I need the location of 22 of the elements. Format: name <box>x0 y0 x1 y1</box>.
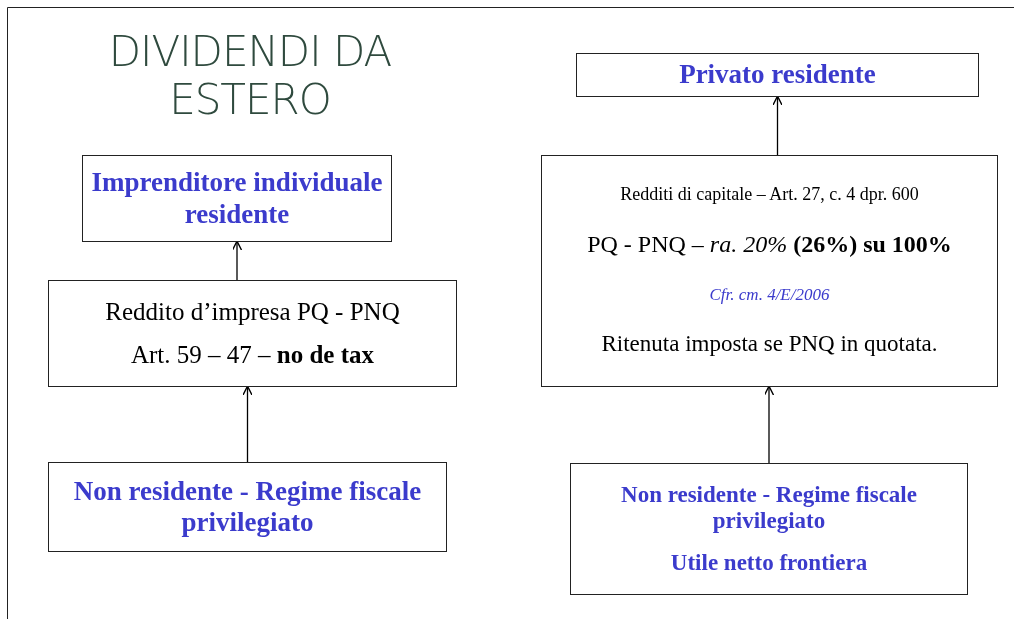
arrow <box>231 240 243 281</box>
heading-text: Non residente - Regime fiscale privilegiato <box>72 475 423 539</box>
text-box <box>82 155 392 242</box>
body-text: Reddito d’impresa PQ - PNQ <box>105 297 400 327</box>
body-text: Utile netto frontiera <box>670 550 868 577</box>
arrow <box>772 95 783 156</box>
reference-note: Cfr. cm. 4/E/2006 <box>709 285 830 305</box>
body-text: PQ - PNQ – ra. 20% (26%) su 100% <box>587 231 952 259</box>
arrow <box>242 385 253 463</box>
arrow <box>763 385 775 464</box>
heading-text: Non residente - Regime fiscale privilegiato <box>620 481 918 535</box>
body-text: Ritenuta imposta se PNQ in quotata. <box>601 331 938 358</box>
title: DIVIDENDI DA ESTERO <box>107 28 393 125</box>
text-box <box>541 155 998 387</box>
text-box <box>576 53 979 97</box>
heading-text: Privato residente <box>679 59 876 91</box>
heading-text: Imprenditore individuale residente <box>90 167 384 230</box>
text-box <box>48 462 447 552</box>
body-text: Art. 59 – 47 – no de tax <box>130 340 375 370</box>
text-box <box>570 463 968 595</box>
text-box <box>48 280 457 387</box>
body-text: Redditi di capitale – Art. 27, c. 4 dpr. 600 <box>620 184 919 206</box>
